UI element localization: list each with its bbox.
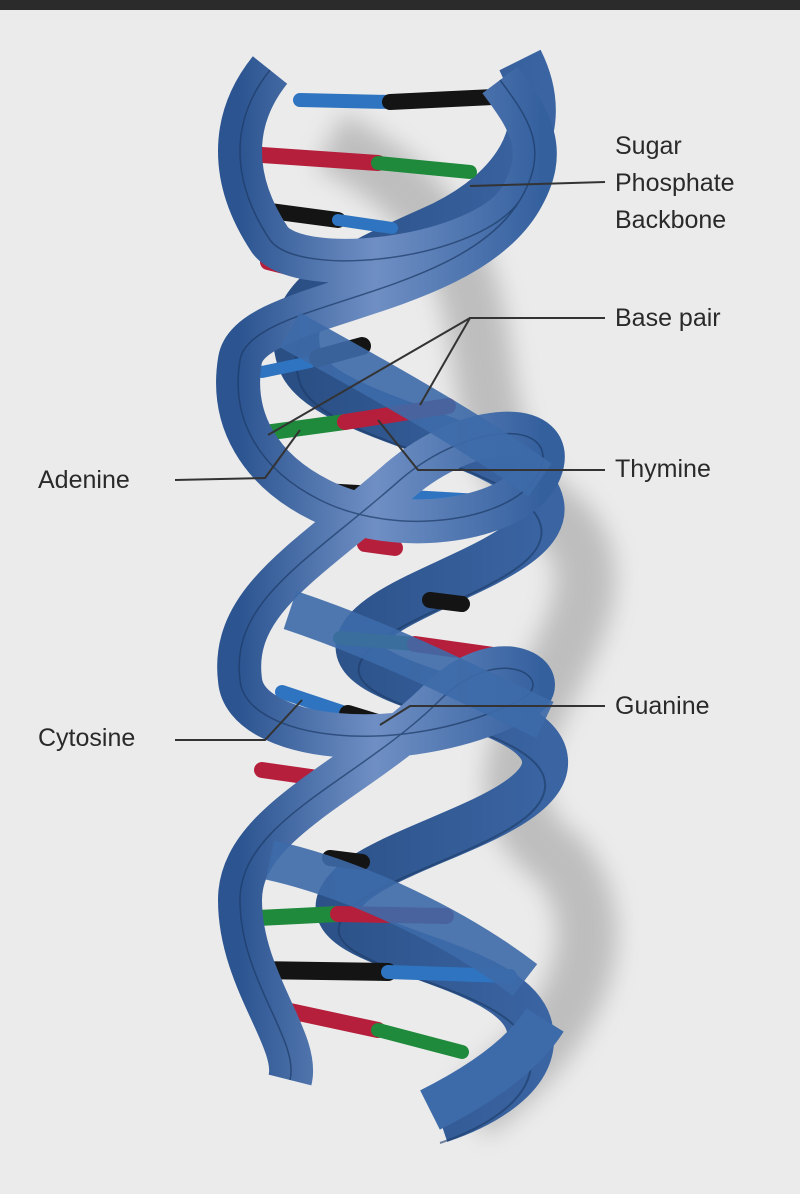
leader-cytosine (175, 699, 303, 741)
front-strand-edge (237, 69, 544, 1081)
top-bar (0, 0, 800, 10)
base-pair (277, 1002, 469, 1059)
label-sugar-phosphate-backbone: Sugar Phosphate Backbone (615, 128, 735, 239)
label-guanine: Guanine (615, 692, 710, 720)
base-pair (357, 536, 403, 556)
backbone-line-2: Phosphate (615, 169, 735, 197)
leader-lines (174, 181, 606, 741)
front-strand (216, 56, 565, 1086)
base-pair (293, 88, 523, 110)
base-pair (422, 592, 470, 612)
leader-base-pair-left (267, 317, 471, 436)
label-thymine: Thymine (615, 455, 711, 483)
leader-backbone (469, 181, 606, 187)
backbone-line-3: Backbone (615, 206, 727, 234)
label-base-pair: Base pair (615, 304, 721, 332)
base-pair (241, 961, 517, 983)
backbone-line-1: Sugar (615, 132, 682, 160)
helix-shadow (315, 113, 617, 1136)
label-cytosine: Cytosine (38, 724, 136, 752)
leader-adenine (174, 429, 301, 481)
leader-guanine (379, 705, 605, 726)
leader-thymine (377, 419, 605, 471)
crossover-ribbons (265, 312, 564, 1130)
label-adenine: Adenine (38, 466, 130, 494)
base-pair (254, 147, 477, 179)
